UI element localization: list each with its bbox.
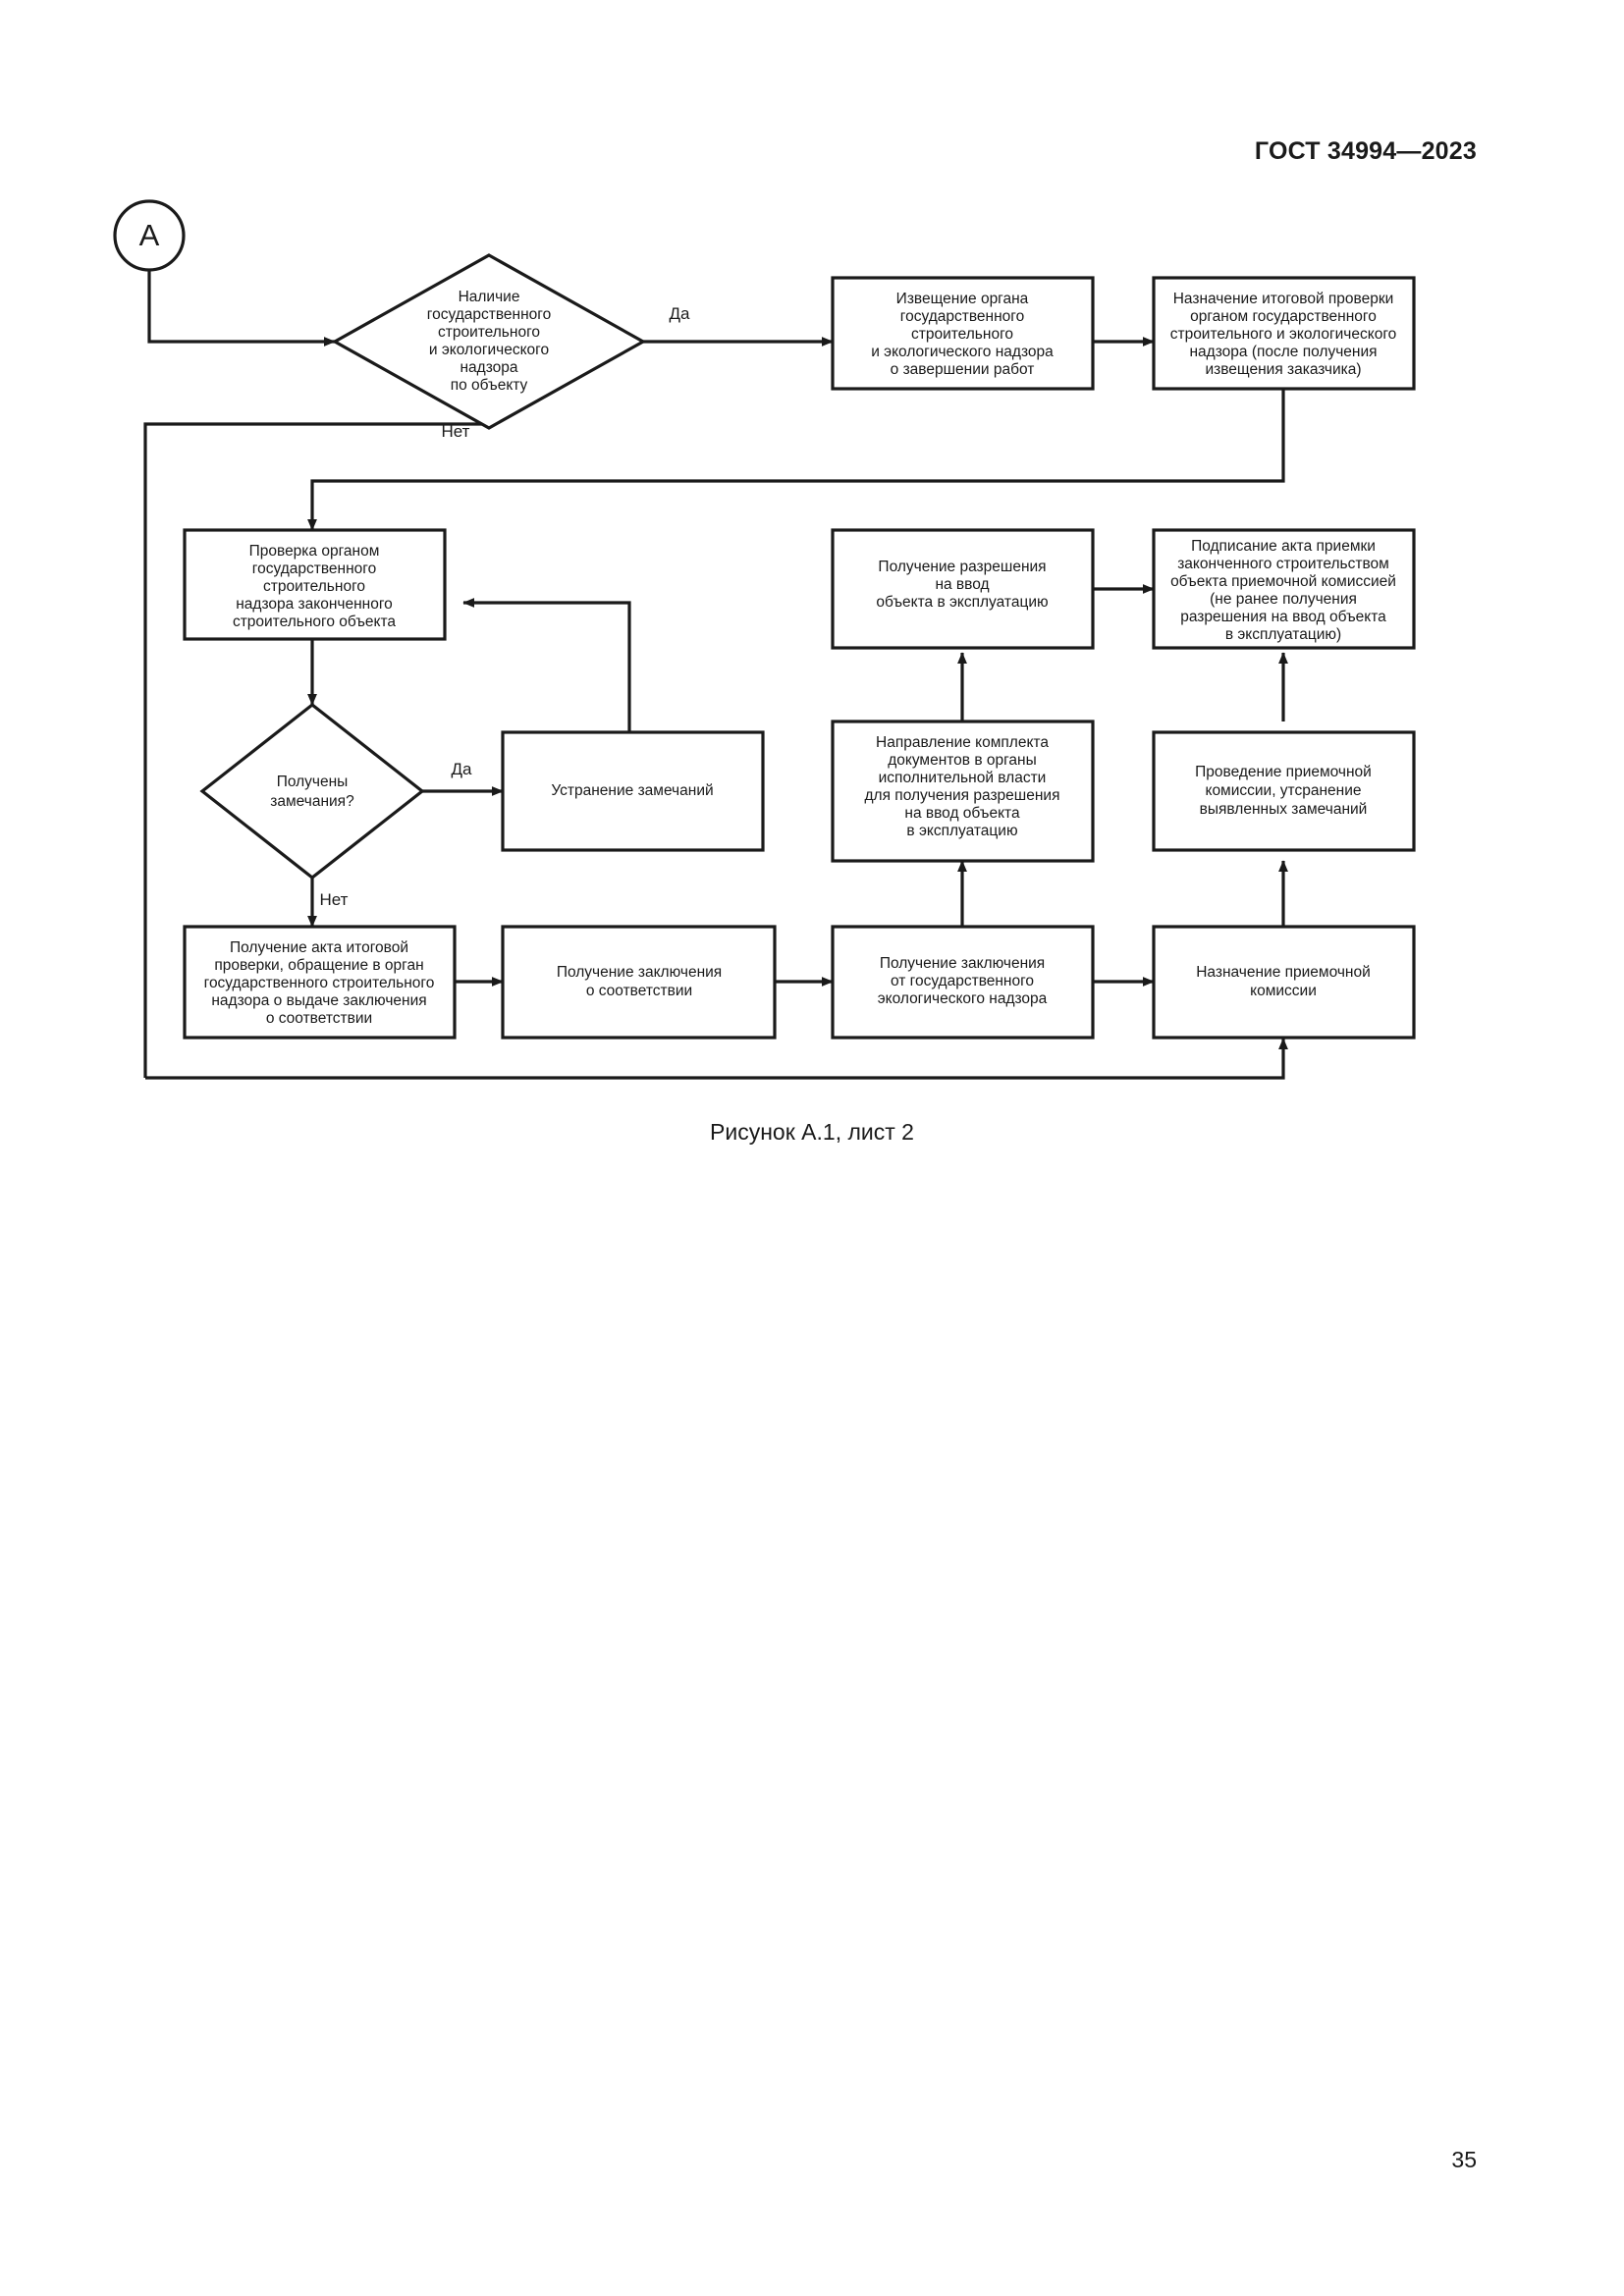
- edge-decision1-no-left-rail: [143, 422, 489, 1078]
- n8-line-1: Проведение приемочной: [1195, 764, 1372, 780]
- process-node-acceptance-act-signing: [1152, 528, 1416, 650]
- process-node-compliance-conclusion: [501, 925, 777, 1040]
- n2-line-5: извещения заказчика): [1205, 361, 1361, 378]
- edge-label-decision2-yes: Да: [452, 760, 473, 778]
- edge-connector-a-to-decision1: [147, 270, 336, 347]
- n7-line-6: в эксплуатацию: [906, 823, 1017, 839]
- n4-line-3: объекта в эксплуатацию: [876, 594, 1048, 611]
- process-node-commissioning-permit: [831, 528, 1095, 650]
- n9-line-3: государственного строительного: [204, 975, 435, 991]
- n2-line-1: Назначение итоговой проверки: [1173, 291, 1394, 307]
- n1-line-3: строительного: [911, 326, 1013, 343]
- process-node-eco-supervision-conclusion: [831, 925, 1095, 1040]
- process-node-documents-submission: [831, 720, 1095, 863]
- n11-line-3: экологического надзора: [878, 990, 1048, 1007]
- decision2-line-2: замечания?: [270, 793, 354, 810]
- n2-line-4: надзора (после получения: [1190, 344, 1378, 360]
- n5-line-5: разрешения на ввод объекта: [1180, 609, 1386, 625]
- n1-line-2: государственного: [900, 308, 1024, 325]
- document-header-standard-number: ГОСТ 34994—2023: [1254, 137, 1477, 165]
- n3-line-2: государственного: [252, 561, 376, 577]
- n3-line-1: Проверка органом: [249, 543, 380, 560]
- edge-assignment-to-supervision-check: [307, 389, 1285, 531]
- n8-line-3: выявленных замечаний: [1200, 801, 1368, 818]
- process-node-final-act-receipt: [183, 925, 457, 1040]
- connector-circle-a: [113, 199, 186, 272]
- n5-line-2: законченного строительством: [1177, 556, 1389, 572]
- flowchart-figure: А Наличие государственного строительного…: [113, 199, 1416, 1080]
- n7-line-1: Направление комплекта: [876, 734, 1049, 751]
- n7-line-4: для получения разрешения: [865, 787, 1060, 804]
- n5-line-6: в эксплуатацию): [1225, 626, 1341, 643]
- edge-label-decision1-yes: Да: [670, 304, 691, 323]
- edge-label-decision1-no: Нет: [442, 422, 470, 441]
- n4-line-2: на ввод: [935, 576, 989, 593]
- n2-line-3: строительного и экологического: [1170, 326, 1397, 343]
- n3-line-3: строительного: [263, 578, 365, 595]
- connector-circle-a-label: А: [139, 218, 160, 252]
- n7-line-2: документов в органы: [888, 752, 1037, 769]
- edge-bottom-return-rail: [145, 1038, 1288, 1080]
- n12-line-1: Назначение приемочной: [1196, 964, 1371, 981]
- n3-line-5: строительного объекта: [233, 614, 396, 630]
- n5-line-3: объекта приемочной комиссией: [1170, 573, 1396, 590]
- n10-line-2: о соответствии: [586, 983, 692, 999]
- n10-line-1: Получение заключения: [557, 964, 722, 981]
- process-node-notice-of-completion: [831, 276, 1095, 391]
- n11-line-2: от государственного: [891, 973, 1034, 989]
- n1-line-4: и экологического надзора: [871, 344, 1054, 360]
- n12-line-2: комиссии: [1250, 983, 1317, 999]
- n4-line-1: Получение разрешения: [878, 559, 1046, 575]
- n9-line-2: проверки, обращение в орган: [214, 957, 423, 974]
- process-node-acceptance-commission-work: [1152, 730, 1416, 852]
- decision-node-supervision-presence: [331, 253, 647, 430]
- n2-line-2: органом государственного: [1190, 308, 1377, 325]
- edge-label-decision2-no: Нет: [320, 890, 349, 909]
- process-node-commission-appointment: [1152, 925, 1416, 1040]
- decision1-line-2: государственного: [427, 306, 551, 323]
- decision1-line-5: надзора: [460, 359, 517, 376]
- figure-caption: Рисунок А.1, лист 2: [710, 1119, 914, 1145]
- page-number: 35: [1451, 2147, 1477, 2172]
- decision-node-remarks-received: [199, 702, 425, 881]
- n3-line-4: надзора законченного: [236, 596, 393, 613]
- n7-line-3: исполнительной власти: [879, 770, 1047, 786]
- decision1-line-3: строительного: [438, 324, 540, 341]
- n1-line-5: о завершении работ: [891, 361, 1035, 378]
- edge-remediation-back-to-supervision: [462, 598, 631, 732]
- n11-line-1: Получение заключения: [880, 955, 1045, 972]
- n7-line-5: на ввод объекта: [904, 805, 1020, 822]
- n9-line-1: Получение акта итоговой: [230, 939, 408, 956]
- n8-line-2: комиссии, утсранение: [1205, 782, 1361, 799]
- n6-line-1: Устранение замечаний: [551, 782, 713, 799]
- decision2-line-1: Получены: [277, 774, 349, 790]
- decision1-line-1: Наличие: [459, 289, 520, 305]
- n1-line-1: Извещение органа: [896, 291, 1029, 307]
- process-node-state-supervision-inspection: [183, 528, 447, 641]
- n9-line-4: надзора о выдаче заключения: [211, 992, 426, 1009]
- n5-line-4: (не ранее получения: [1210, 591, 1357, 608]
- decision1-line-4: и экологического: [429, 342, 549, 358]
- n5-line-1: Подписание акта приемки: [1191, 538, 1376, 555]
- process-node-remarks-remediation: [501, 730, 765, 852]
- decision1-line-6: по объекту: [451, 377, 528, 394]
- process-node-final-inspection-assignment: [1152, 276, 1416, 391]
- n9-line-5: о соответствии: [266, 1010, 372, 1027]
